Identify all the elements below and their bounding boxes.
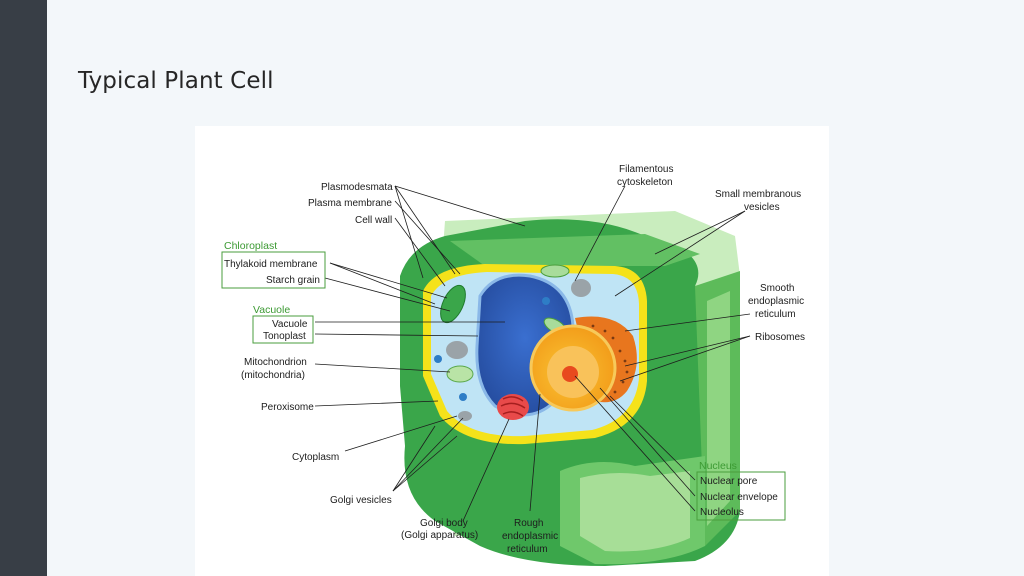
vesicle-blue — [459, 393, 467, 401]
plant-cell-figure: Chloroplast Vacuole Nucleus Plasmodesmat… — [195, 126, 829, 576]
label-small-vesicles-2: vesicles — [744, 202, 780, 213]
group-label-nucleus: Nucleus — [699, 460, 737, 472]
label-smooth-er-3: reticulum — [755, 309, 796, 320]
plant-cell-diagram: Chloroplast Vacuole Nucleus Plasmodesmat… — [221, 164, 805, 566]
label-plasma-membrane: Plasma membrane — [308, 198, 392, 209]
golgi-body — [497, 394, 529, 420]
label-smooth-er-2: endoplasmic — [748, 296, 804, 307]
vesicle-blue — [434, 355, 442, 363]
label-peroxisome: Peroxisome — [261, 402, 314, 413]
label-mitochondria: (mitochondria) — [241, 370, 305, 381]
leader-lines — [314, 185, 751, 522]
group-label-vacuole: Vacuole — [253, 304, 290, 316]
nucleus-group-box — [696, 471, 786, 521]
label-plasmodesmata: Plasmodesmata — [321, 182, 393, 193]
slide-title: Typical Plant Cell — [78, 68, 274, 94]
label-golgi-vesicles: Golgi vesicles — [330, 495, 392, 506]
label-filamentous-2: cytoskeleton — [617, 177, 673, 188]
label-mitochondrion: Mitochondrion — [244, 357, 307, 368]
label-golgi-apparatus: (Golgi apparatus) — [401, 530, 478, 541]
label-rough-er-1: Rough — [514, 518, 543, 529]
label-rough-er-3: reticulum — [507, 544, 548, 555]
vacuole-group-box — [252, 315, 314, 344]
vesicle-blue — [542, 297, 550, 305]
nucleolus — [562, 366, 578, 382]
label-ribosomes: Ribosomes — [755, 332, 805, 343]
vesicle — [571, 279, 591, 297]
mitochondrion — [446, 365, 474, 383]
label-vacuole: Vacuole — [272, 319, 308, 330]
label-cell-wall: Cell wall — [355, 215, 392, 226]
cell-wall-side-inner — [707, 291, 730, 526]
label-thylakoid-membrane: Thylakoid membrane — [224, 259, 318, 270]
group-label-chloroplast: Chloroplast — [224, 240, 277, 252]
chloroplast — [540, 264, 570, 278]
vesicle — [458, 411, 472, 421]
label-tonoplast: Tonoplast — [263, 331, 306, 342]
ribosomes — [591, 324, 629, 394]
cell-wall-front-inner — [580, 471, 690, 552]
label-rough-er-2: endoplasmic — [502, 531, 558, 542]
label-nuclear-envelope: Nuclear envelope — [700, 492, 778, 503]
side-bar — [0, 0, 47, 576]
vesicle — [446, 341, 468, 359]
label-nucleolus: Nucleolus — [700, 507, 744, 518]
label-filamentous-1: Filamentous — [619, 164, 673, 175]
cell-wall-top-face — [450, 234, 700, 266]
label-smooth-er-1: Smooth — [760, 283, 794, 294]
label-starch-grain: Starch grain — [266, 275, 320, 286]
label-golgi-body: Golgi body — [420, 518, 468, 529]
label-nuclear-pore: Nuclear pore — [700, 476, 758, 487]
label-small-vesicles-1: Small membranous — [715, 189, 801, 200]
label-cytoplasm: Cytoplasm — [292, 452, 339, 463]
